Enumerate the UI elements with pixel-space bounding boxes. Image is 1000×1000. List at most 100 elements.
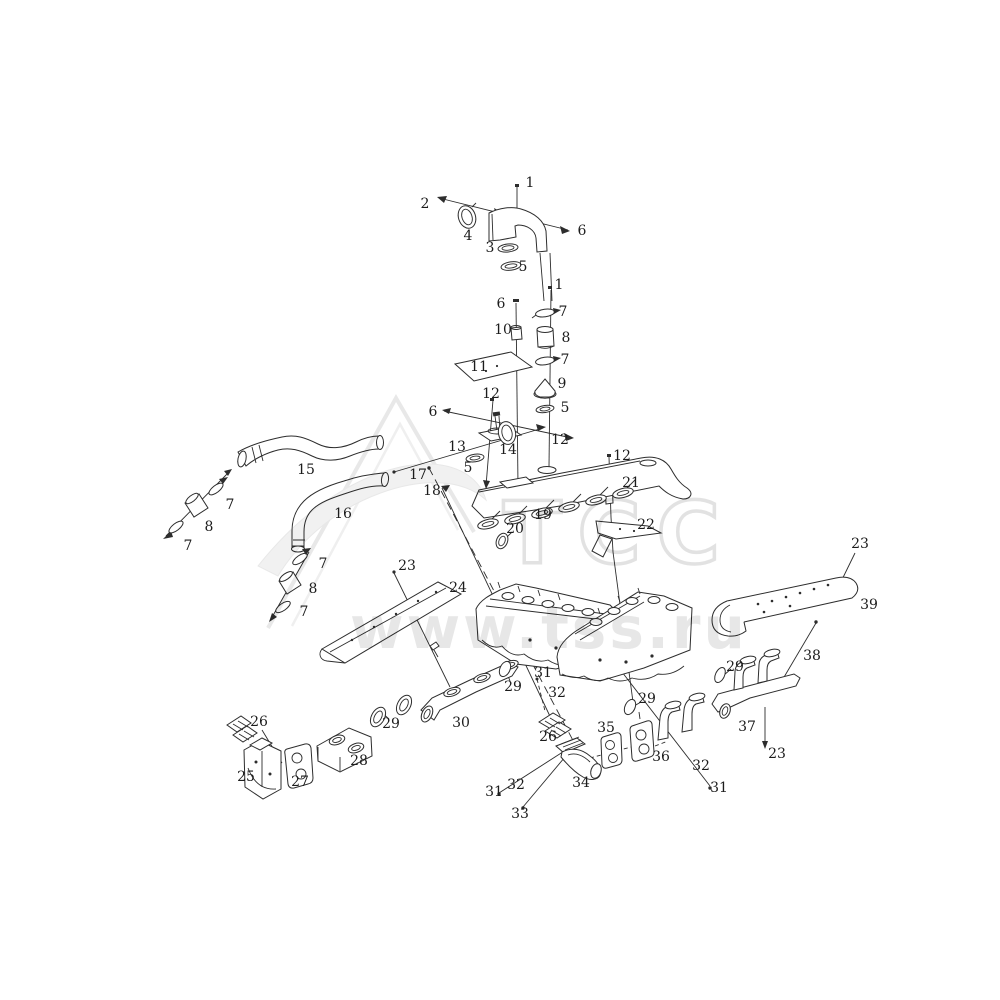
- callout-label-32: 32: [692, 758, 710, 774]
- watermark-url-text: www.tss.ru: [350, 594, 748, 662]
- elbow-pipe-3: [488, 207, 548, 253]
- callout-label-15: 15: [297, 462, 315, 478]
- gasket-5-mid: [535, 404, 555, 414]
- callout-label-6: 6: [578, 223, 587, 239]
- flexible-joint-stack: [453, 308, 561, 463]
- gasket-35: [600, 732, 623, 769]
- callout-label-4: 4: [464, 228, 473, 244]
- callout-label-29: 29: [504, 679, 522, 695]
- callout-label-6: 6: [429, 404, 438, 420]
- callout-label-23: 23: [768, 746, 786, 762]
- callout-label-6: 6: [497, 296, 506, 312]
- callout-label-27: 27: [291, 774, 309, 790]
- callout-label-12: 12: [551, 432, 569, 448]
- callout-label-24: 24: [449, 580, 467, 596]
- callout-label-1: 1: [526, 175, 535, 191]
- callout-label-12: 12: [613, 448, 631, 464]
- callout-label-32: 32: [548, 685, 566, 701]
- bolt-23-left: [429, 641, 440, 658]
- callout-label-19: 19: [534, 507, 552, 523]
- callout-label-29: 29: [638, 691, 656, 707]
- watermark-logo-text: TCC: [503, 484, 736, 584]
- callout-label-12: 12: [482, 386, 500, 402]
- plate-11: [453, 351, 534, 382]
- callout-label-29: 29: [726, 659, 744, 675]
- spacer-10: [510, 325, 523, 341]
- callout-label-7: 7: [561, 352, 570, 368]
- exhaust-outlet-elbow-assembly: [457, 202, 553, 302]
- callout-label-18: 18: [423, 483, 441, 499]
- clamp-7-lower: [535, 356, 561, 366]
- callout-label-13: 13: [448, 439, 466, 455]
- callout-label-32: 32: [507, 777, 525, 793]
- callout-label-35: 35: [597, 720, 615, 736]
- callout-label-7: 7: [184, 538, 193, 554]
- gasket-5-left: [465, 453, 485, 463]
- callout-label-38: 38: [803, 648, 821, 664]
- callout-label-3: 3: [486, 240, 495, 256]
- callout-label-36: 36: [652, 749, 670, 765]
- watermark-triangle-logo: [257, 393, 488, 629]
- callout-label-7: 7: [300, 604, 309, 620]
- gasket-20: [495, 532, 509, 550]
- callout-label-11: 11: [470, 359, 488, 375]
- cone-seat-9: [533, 378, 557, 399]
- callout-label-7: 7: [559, 304, 568, 320]
- sleeve-8: [536, 326, 555, 349]
- callout-label-26: 26: [539, 729, 557, 745]
- callout-label-29: 29: [382, 716, 400, 732]
- heat-shield-24: [319, 581, 463, 664]
- callout-label-5: 5: [561, 400, 570, 416]
- callout-label-22: 22: [637, 517, 655, 533]
- callout-label-31: 31: [534, 665, 552, 681]
- watermark: TCC www.tss.ru: [257, 393, 748, 662]
- callout-label-5: 5: [519, 259, 528, 275]
- bracket-25: [243, 737, 282, 800]
- callout-label-30: 30: [452, 715, 470, 731]
- callout-label-5: 5: [464, 460, 473, 476]
- flange-36: [629, 711, 655, 762]
- callout-label-33: 33: [511, 806, 529, 822]
- callout-label-31: 31: [485, 784, 503, 800]
- callout-label-28: 28: [350, 753, 368, 769]
- manifold-19: [471, 456, 692, 530]
- gasket-ring-4: [457, 202, 477, 229]
- callout-label-37: 37: [738, 719, 756, 735]
- gasket-29-center: [623, 698, 637, 716]
- callout-label-7: 7: [319, 556, 328, 572]
- manifold-branches: [477, 479, 636, 530]
- manifold-37: [654, 648, 801, 747]
- callout-label-10: 10: [494, 322, 512, 338]
- clamp-26-center: [538, 712, 572, 739]
- callout-label-9: 9: [558, 376, 567, 392]
- callout-label-21: 21: [622, 475, 640, 491]
- gasket-5-top: [500, 261, 522, 271]
- clamp-7-upper: [531, 308, 561, 319]
- callout-label-2: 2: [421, 196, 430, 212]
- manifold-section-28: [316, 727, 373, 773]
- cylinder-head-right: [556, 587, 693, 682]
- bracket-22: [591, 520, 663, 558]
- callout-label-14: 14: [499, 442, 517, 458]
- callout-label-39: 39: [860, 597, 878, 613]
- heat-shield-39: [711, 576, 859, 637]
- callout-label-1: 1: [555, 277, 564, 293]
- callout-label-20: 20: [506, 521, 524, 537]
- clamp-set-upper-left: [168, 477, 228, 534]
- callout-label-34: 34: [572, 775, 590, 791]
- callout-label-8: 8: [205, 519, 214, 535]
- callout-label-25: 25: [237, 769, 255, 785]
- gaskets-29-left: [369, 694, 413, 728]
- callout-label-31: 31: [710, 780, 728, 796]
- callout-label-7: 7: [226, 497, 235, 513]
- elbow-34: [555, 736, 602, 780]
- callout-label-23: 23: [851, 536, 869, 552]
- gasket-29-right: [714, 667, 726, 683]
- callout-label-26: 26: [250, 714, 268, 730]
- gasket-29-under-left-head: [498, 660, 512, 678]
- grommet-14: [497, 421, 517, 445]
- pipe-30: [420, 659, 519, 723]
- gasket-27: [284, 743, 314, 789]
